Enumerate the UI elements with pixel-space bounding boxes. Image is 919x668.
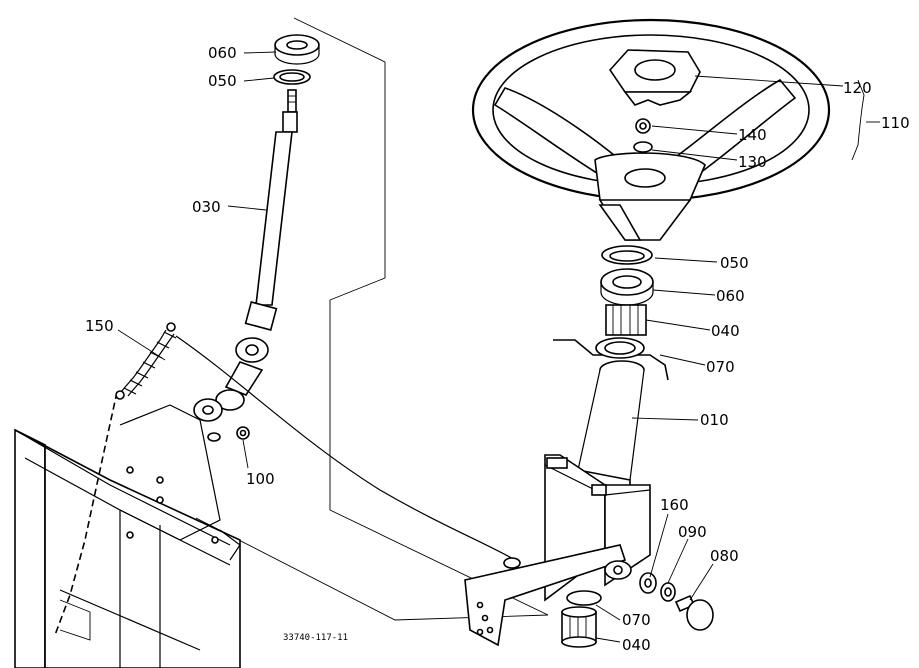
callout-130: 130 [738, 153, 767, 171]
callout-060-upper: 060 [208, 44, 237, 62]
steering-wheel [471, 18, 831, 241]
callout-050-lower: 050 [720, 254, 749, 272]
callout-040-upper: 040 [711, 322, 740, 340]
steering-arm [464, 544, 632, 648]
callout-160: 160 [660, 496, 689, 514]
callout-010: 010 [700, 411, 729, 429]
callout-140: 140 [738, 126, 767, 144]
callout-150: 150 [85, 317, 114, 335]
callout-070-lower: 070 [622, 611, 651, 629]
callout-120: 120 [843, 79, 872, 97]
control-cable [175, 335, 516, 561]
callout-090: 090 [678, 523, 707, 541]
upper-steering-shaft [193, 34, 320, 442]
chassis-frame [14, 404, 241, 668]
callout-040-lower: 040 [622, 636, 651, 654]
steering-column [544, 245, 669, 602]
callout-060-lower: 060 [716, 287, 745, 305]
dashed-cable [54, 391, 118, 636]
washers-and-bolt [639, 572, 714, 631]
bolt-100 [236, 426, 250, 440]
leader-lines [117, 51, 880, 643]
callout-050-upper: 050 [208, 72, 237, 90]
callout-labels: 060 050 030 150 100 120 110 140 130 050 … [85, 44, 910, 654]
callout-070-upper: 070 [706, 358, 735, 376]
callout-110: 110 [881, 114, 910, 132]
callout-100: 100 [246, 470, 275, 488]
tension-spring [115, 322, 177, 400]
callout-080: 080 [710, 547, 739, 565]
callout-030: 030 [192, 198, 221, 216]
figure-reference-code: 33740-117-11 [283, 633, 348, 643]
